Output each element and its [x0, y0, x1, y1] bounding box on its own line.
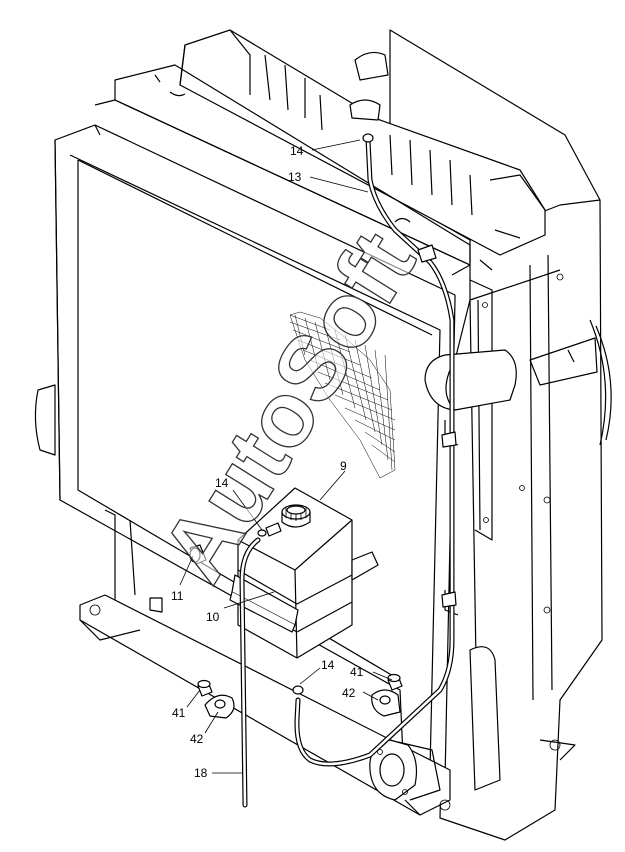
clamp-bolt-left: [197, 679, 235, 719]
clamp-bolt-right: [371, 673, 403, 717]
right-posts: [424, 279, 517, 616]
leader-lines: [179, 139, 393, 774]
callout-14-middle: 14: [215, 476, 229, 490]
mesh-screen: [289, 311, 396, 479]
connector-fitting: [189, 544, 207, 565]
reservoir-tank: [229, 487, 379, 659]
callout-18: 18: [194, 766, 208, 780]
fan-shroud: [529, 319, 612, 446]
outlet-flange: [369, 739, 441, 801]
callout-13: 13: [288, 170, 302, 184]
top-tank: [179, 29, 546, 256]
callout-14-bottom: 14: [321, 658, 335, 672]
callout-11: 11: [171, 589, 184, 603]
callout-10: 10: [206, 610, 220, 624]
callout-42-right: 42: [342, 686, 356, 700]
callout-14-top: 14: [290, 144, 304, 158]
upper-rails: [94, 64, 493, 276]
hoses: [239, 133, 457, 808]
callout-41-left: 41: [172, 706, 186, 720]
callout-41-right: 41: [350, 665, 364, 679]
callout-labels: 14 13 9 14 11 10 14 41 42 41 42 18: [171, 144, 364, 780]
callout-42-left: 42: [190, 732, 204, 746]
callout-9: 9: [340, 459, 347, 473]
